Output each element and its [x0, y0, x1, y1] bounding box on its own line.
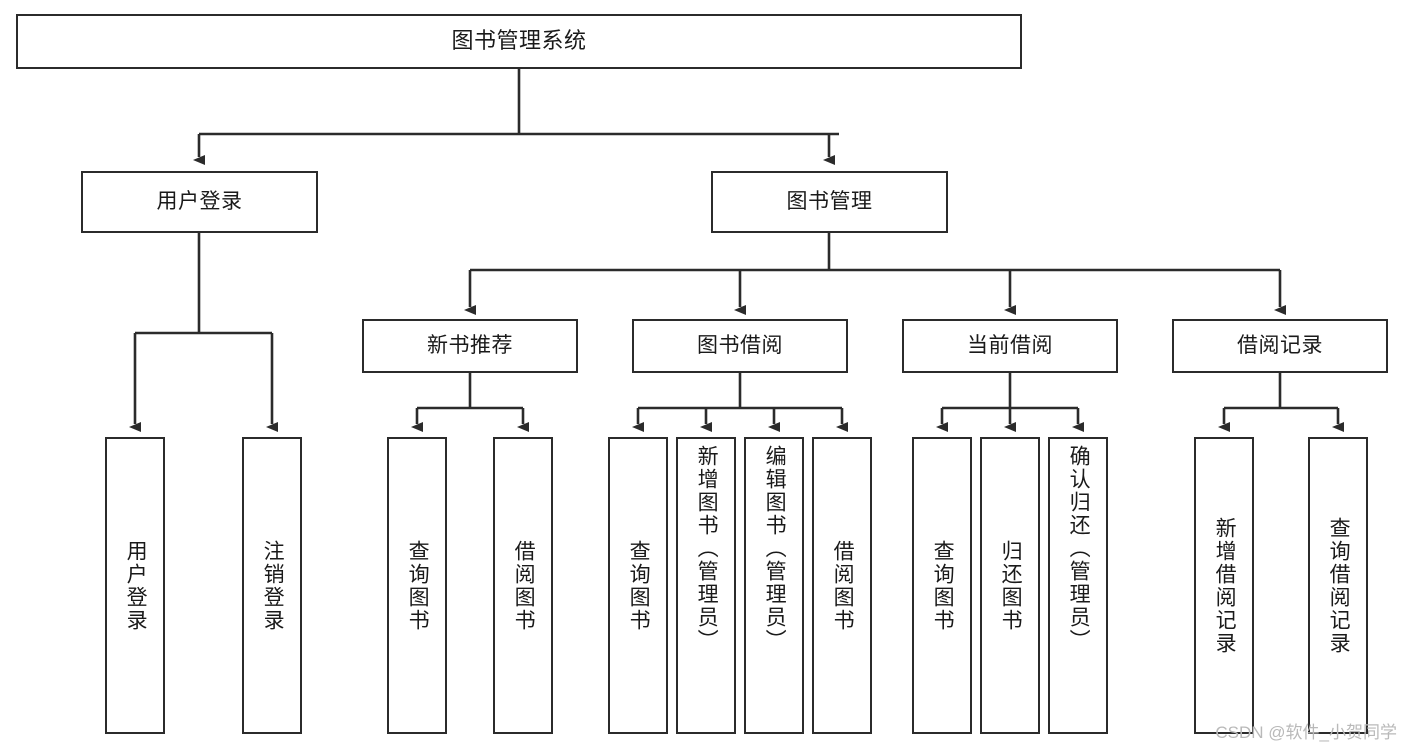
node-book-borrow-label: 图书借阅	[697, 334, 783, 358]
leaf-book-borrow-edit[interactable]: 编辑图书（管理员）	[744, 437, 804, 734]
node-current-borrow-label: 当前借阅	[967, 334, 1053, 358]
leaf-book-borrow-edit-label: 编辑图书（管理员）	[763, 445, 787, 652]
leaf-new-book-borrow[interactable]: 借阅图书	[493, 437, 553, 734]
leaf-book-borrow-add[interactable]: 新增图书（管理员）	[676, 437, 736, 734]
node-book-management[interactable]: 图书管理	[711, 171, 948, 233]
leaf-borrow-record-add[interactable]: 新增借阅记录	[1194, 437, 1254, 734]
node-user-login[interactable]: 用户登录	[81, 171, 318, 233]
leaf-current-borrow-return-label: 归还图书	[999, 539, 1023, 632]
node-user-login-label: 用户登录	[156, 190, 243, 214]
node-new-book-recommend[interactable]: 新书推荐	[362, 319, 578, 373]
leaf-new-book-query[interactable]: 查询图书	[387, 437, 447, 734]
node-book-borrow[interactable]: 图书借阅	[632, 319, 848, 373]
node-borrow-record[interactable]: 借阅记录	[1172, 319, 1388, 373]
leaf-book-borrow-query-label: 查询图书	[627, 539, 651, 632]
leaf-current-borrow-query-label: 查询图书	[931, 539, 955, 632]
leaf-book-borrow-borrow[interactable]: 借阅图书	[812, 437, 872, 734]
leaf-current-borrow-return[interactable]: 归还图书	[980, 437, 1040, 734]
leaf-borrow-record-query-label: 查询借阅记录	[1327, 516, 1351, 655]
leaf-book-borrow-query[interactable]: 查询图书	[608, 437, 668, 734]
leaf-user-login-logout[interactable]: 注销登录	[242, 437, 302, 734]
leaf-new-book-borrow-label: 借阅图书	[512, 539, 536, 632]
leaf-book-borrow-add-label: 新增图书（管理员）	[695, 445, 719, 652]
leaf-new-book-query-label: 查询图书	[406, 539, 430, 632]
leaf-current-borrow-query[interactable]: 查询图书	[912, 437, 972, 734]
leaf-book-borrow-borrow-label: 借阅图书	[831, 539, 855, 632]
node-root-label: 图书管理系统	[451, 28, 587, 54]
node-book-management-label: 图书管理	[786, 190, 873, 214]
leaf-current-borrow-confirm-label: 确认归还（管理员）	[1067, 445, 1091, 652]
node-root[interactable]: 图书管理系统	[16, 14, 1022, 69]
leaf-user-login-login[interactable]: 用户登录	[105, 437, 165, 734]
node-new-book-recommend-label: 新书推荐	[427, 334, 513, 358]
leaf-current-borrow-confirm[interactable]: 确认归还（管理员）	[1048, 437, 1108, 734]
leaf-borrow-record-add-label: 新增借阅记录	[1213, 516, 1237, 655]
node-borrow-record-label: 借阅记录	[1237, 334, 1323, 358]
leaf-user-login-logout-label: 注销登录	[261, 539, 285, 632]
node-current-borrow[interactable]: 当前借阅	[902, 319, 1118, 373]
leaf-user-login-login-label: 用户登录	[124, 539, 148, 632]
leaf-borrow-record-query[interactable]: 查询借阅记录	[1308, 437, 1368, 734]
